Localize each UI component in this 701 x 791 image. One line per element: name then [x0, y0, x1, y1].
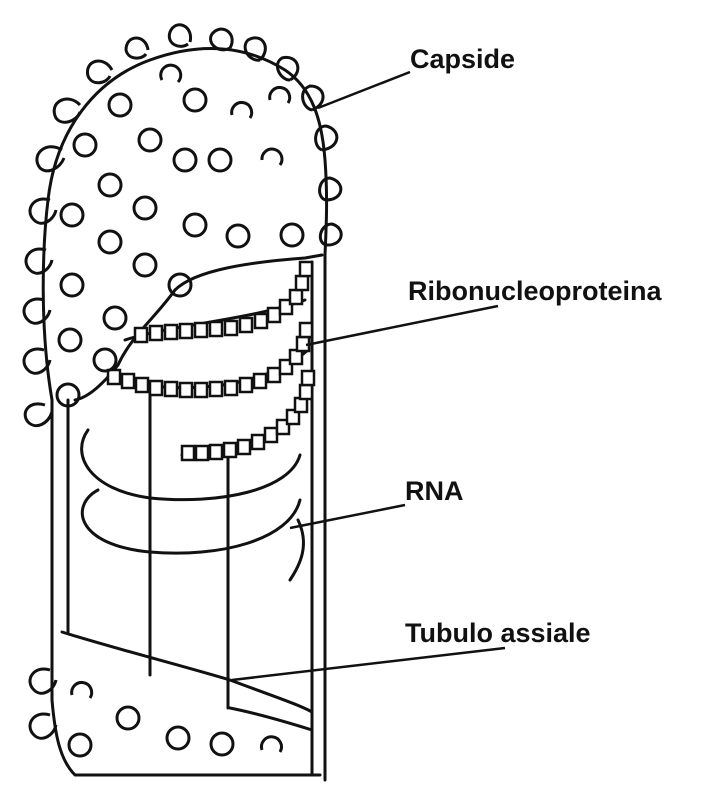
rna-tail [290, 520, 303, 580]
bottom-cut-face [62, 632, 312, 712]
bottom-cut-face-2 [230, 708, 312, 730]
rnp-squares-row-1 [135, 262, 312, 342]
capsid-spikes [24, 25, 341, 738]
capsid-open-circles [72, 65, 290, 752]
leader-rna [290, 505, 405, 528]
label-tubulo-assiale: Tubulo assiale [405, 618, 591, 648]
leader-capside [318, 72, 410, 108]
leader-tubulo-assiale [232, 648, 505, 680]
capsid-bottom-outline [52, 630, 320, 775]
capsid-surface-circles [57, 89, 303, 756]
leader-ribonucleoproteina [306, 306, 498, 345]
label-ribonucleoproteina: Ribonucleoproteina [408, 276, 662, 306]
label-rna: RNA [405, 476, 464, 506]
label-capside: Capside [410, 44, 515, 74]
